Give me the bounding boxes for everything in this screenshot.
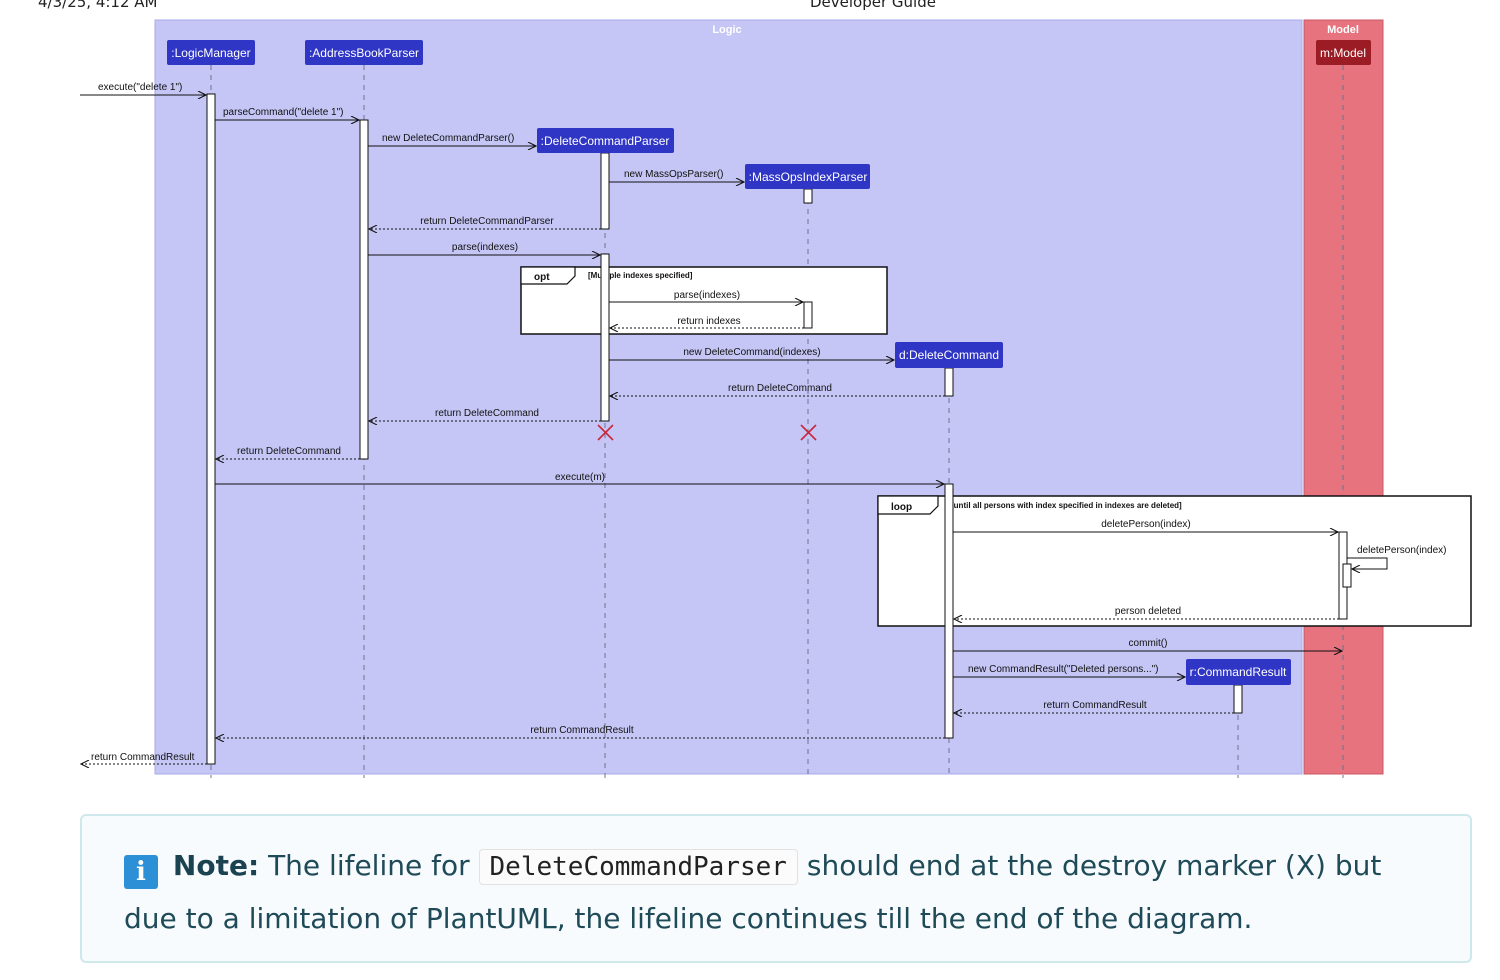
print-header: 4/3/25, 4:12 AM Developer Guide (0, 0, 1500, 11)
msg-label-delete-person: deletePerson(index) (1101, 519, 1191, 530)
msg-label-return-command-result-2: return CommandResult (530, 725, 634, 736)
participant-address-book-parser (305, 40, 423, 65)
model-box-title: Model (1327, 24, 1359, 36)
msg-label-delete-person-self: deletePerson(index) (1357, 545, 1447, 556)
destroy-marker-mass-ops-index-parser (800, 424, 817, 441)
loop-guard: [until all persons with index specified … (951, 501, 1182, 510)
activation-dc-1 (944, 367, 954, 397)
note-text-after: should end at the destroy marker (X) but… (124, 849, 1382, 935)
opt-guard: [Multiple indexes specified] (588, 271, 693, 280)
msg-label-parse-command: parseCommand("delete 1") (223, 107, 344, 118)
participant-address-book-parser-label: :AddressBookParser (309, 46, 419, 60)
info-icon: i (124, 855, 158, 889)
msg-label-person-deleted: person deleted (1115, 606, 1181, 617)
participant-delete-command-label: d:DeleteCommand (899, 348, 999, 362)
participant-logic-manager (167, 40, 255, 65)
participant-delete-command-parser (537, 128, 674, 153)
note-label: Note: (172, 849, 260, 882)
msg-label-parse-indexes: parse(indexes) (452, 242, 518, 253)
opt-fragment: opt [Multiple indexes specified] (520, 266, 888, 335)
msg-label-new-massops: new MassOpsParser() (624, 169, 723, 180)
participant-delete-command (895, 342, 1003, 368)
activation-mop-1 (803, 188, 813, 204)
participant-mass-ops-index-parser-label: :MassOpsIndexParser (749, 170, 868, 184)
activation-logic-manager (206, 93, 216, 765)
participant-mass-ops-index-parser (745, 164, 870, 189)
participant-model (1316, 40, 1371, 65)
msg-delete-person-self-arrow (1347, 557, 1388, 569)
msg-label-new-delete-command: new DeleteCommand(indexes) (683, 347, 820, 358)
note-code: DeleteCommandParser (478, 849, 798, 885)
loop-fragment: loop [until all persons with index speci… (877, 495, 1472, 627)
logic-box-title: Logic (712, 24, 741, 36)
activation-dcp-1 (600, 152, 610, 230)
note-callout: i Note: The lifeline for DeleteCommandPa… (80, 814, 1472, 963)
msg-label-parse-indexes-2: parse(indexes) (674, 290, 740, 301)
msg-label-execute-m: execute(m) (555, 472, 605, 483)
msg-label-commit: commit() (1129, 638, 1168, 649)
activation-dcp-2 (600, 253, 610, 422)
participant-model-label: m:Model (1320, 46, 1366, 60)
loop-label: loop (891, 502, 912, 513)
msg-label-return-command-result-3: return CommandResult (91, 752, 195, 763)
participant-command-result (1186, 659, 1291, 685)
msg-label-return-delete-command-2: return DeleteCommand (435, 408, 539, 419)
print-title: Developer Guide (810, 0, 936, 11)
msg-label-new-dcp: new DeleteCommandParser() (382, 133, 514, 144)
activation-dc-2 (944, 483, 954, 739)
print-date: 4/3/25, 4:12 AM (38, 0, 158, 11)
activation-command-result (1233, 684, 1243, 714)
note-text-before: The lifeline for (268, 849, 470, 882)
destroy-marker-delete-command-parser (597, 424, 614, 441)
activation-model-2 (1342, 563, 1352, 588)
msg-label-return-delete-command-1: return DeleteCommand (728, 383, 832, 394)
activation-mop-2 (803, 301, 813, 329)
msg-label-execute-delete: execute("delete 1") (98, 82, 182, 93)
sequence-diagram: Logic Model opt [Multiple indexes specif… (80, 19, 1472, 778)
msg-label-return-dcp: return DeleteCommandParser (420, 216, 554, 227)
activation-address-book-parser (359, 119, 369, 460)
participant-delete-command-parser-label: :DeleteCommandParser (541, 134, 670, 148)
participant-logic-manager-label: :LogicManager (171, 46, 250, 60)
logic-box (154, 19, 1303, 775)
msg-label-return-indexes: return indexes (677, 316, 740, 327)
msg-label-return-command-result-1: return CommandResult (1043, 700, 1147, 711)
msg-label-new-command-result: new CommandResult("Deleted persons...") (968, 664, 1159, 675)
msg-label-return-delete-command-3: return DeleteCommand (237, 446, 341, 457)
opt-label: opt (534, 272, 550, 283)
participant-command-result-label: r:CommandResult (1190, 665, 1287, 679)
